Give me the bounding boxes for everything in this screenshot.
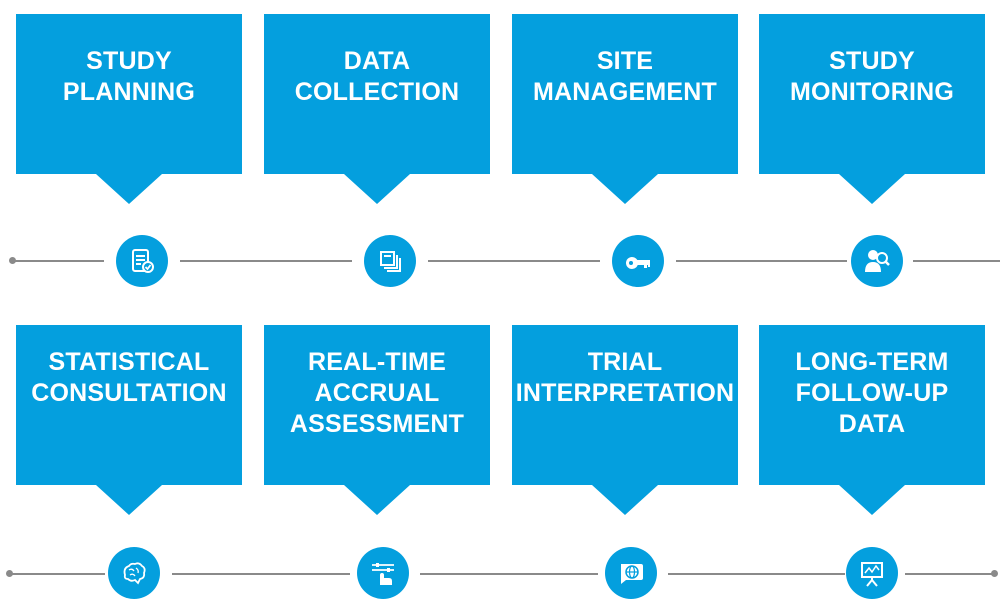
timeline-line	[420, 573, 598, 575]
stage-icon-data-collection	[364, 235, 416, 287]
presentation-board-icon	[861, 562, 883, 587]
stage-card-trial-interpretation: TRIAL INTERPRETATION	[512, 325, 738, 515]
timeline-line	[428, 260, 600, 262]
stage-title-line: DATA	[838, 410, 906, 438]
stage-title-line: ASSESSMENT	[289, 410, 465, 438]
brain-icon	[123, 562, 146, 585]
timeline-line	[180, 260, 352, 262]
stage-icon-study-monitoring	[851, 235, 903, 287]
stage-title-line: SITE	[596, 47, 654, 75]
stage-title-line: STATISTICAL	[48, 348, 210, 376]
stage-card-long-term-follow-up: LONG-TERM FOLLOW-UP DATA	[759, 325, 985, 515]
timeline-line	[676, 260, 847, 262]
timeline-line	[668, 573, 845, 575]
stage-title-line: COLLECTION	[294, 78, 460, 106]
stage-card-statistical-consultation: STATISTICAL CONSULTATION	[16, 325, 242, 515]
stage-card-study-planning: STUDY PLANNING	[16, 14, 242, 204]
stage-title-line: TRIAL	[587, 348, 663, 376]
timeline-line	[172, 573, 350, 575]
person-magnifier-icon	[865, 250, 890, 272]
timeline-line	[913, 260, 1000, 262]
stage-title-line: LONG-TERM	[795, 348, 949, 376]
hand-sliders-icon	[372, 563, 394, 585]
stage-title-line: DATA	[343, 47, 411, 75]
key-icon	[626, 257, 650, 269]
stacked-documents-icon	[380, 251, 401, 272]
timeline-end-dot	[991, 570, 998, 577]
stage-title-line: CONSULTATION	[31, 379, 227, 407]
stage-title-line: STUDY	[86, 47, 172, 75]
clipboard-check-icon	[132, 249, 154, 273]
stage-card-data-collection: DATA COLLECTION	[264, 14, 490, 204]
timeline-line	[12, 260, 104, 262]
stage-icon-site-management	[612, 235, 664, 287]
stage-icon-statistical-consultation	[108, 547, 160, 599]
globe-chat-icon	[621, 564, 643, 584]
stage-icon-trial-interpretation	[605, 547, 657, 599]
timeline-line	[9, 573, 105, 575]
stage-title-line: MONITORING	[789, 78, 955, 106]
stage-icon-real-time-accrual	[357, 547, 409, 599]
stage-icon-study-planning	[116, 235, 168, 287]
stage-card-site-management: SITE MANAGEMENT	[512, 14, 738, 204]
stage-title-line: INTERPRETATION	[515, 379, 735, 407]
stage-title-line: ACCRUAL	[314, 379, 440, 407]
stage-title-line: REAL-TIME	[308, 348, 446, 376]
stage-card-real-time-accrual: REAL-TIME ACCRUAL ASSESSMENT	[264, 325, 490, 515]
stage-title-line: STUDY	[829, 47, 915, 75]
stage-icon-long-term-follow-up	[846, 547, 898, 599]
stage-title-line: MANAGEMENT	[533, 78, 717, 106]
stage-card-study-monitoring: STUDY MONITORING	[759, 14, 985, 204]
timeline-line	[905, 573, 995, 575]
stage-title-line: FOLLOW-UP	[795, 379, 949, 407]
stage-title-line: PLANNING	[62, 78, 196, 106]
